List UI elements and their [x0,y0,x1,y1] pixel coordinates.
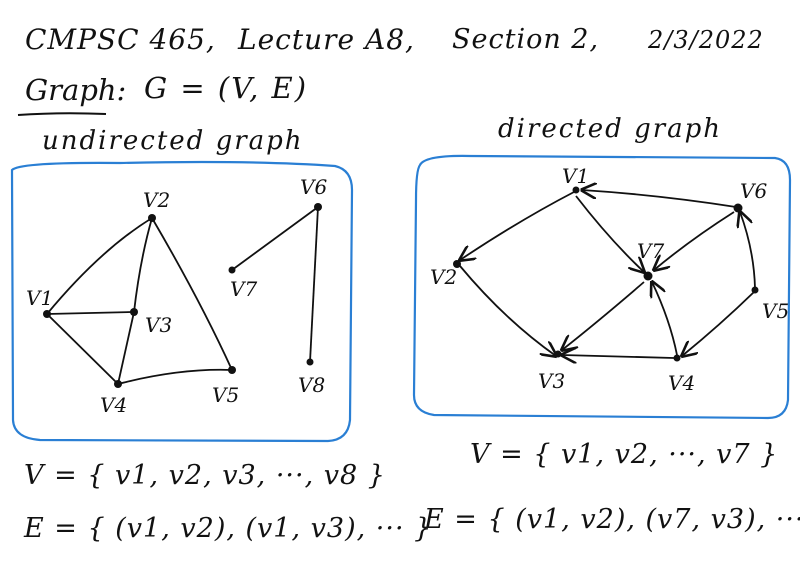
d-label-v5: V5 [762,299,789,323]
header-section: Section 2, [452,24,600,55]
u-node-v4 [114,380,122,388]
undirected-graph-box [10,160,354,443]
graph-term: Graph: [25,73,127,107]
u-node-v5 [228,366,236,374]
edge-v1-v3 [46,311,135,315]
d-node-v7 [643,271,653,281]
edge-v2-v3 [133,217,153,313]
undirected-vertex-set: V = { v1, v2, v3, ···, v8 } [24,460,386,491]
u-label-v4: V4 [100,393,127,417]
d-node-v5 [751,286,759,294]
edge-v5-to-v6 [740,212,756,289]
d-node-v3 [554,350,562,358]
directed-vertex-set: V = { v1, v2, ···, v7 } [470,439,779,470]
edge-v1-to-v2 [460,191,575,260]
edge-v7-to-v3 [562,281,645,350]
header-course: CMPSC 465, [25,23,216,56]
edge-v6-v7 [231,206,319,271]
d-node-v2 [453,260,461,268]
graph-term-underline [17,112,107,116]
edge-v6-to-v1 [582,190,737,208]
edge-v4-to-v7 [652,282,678,356]
directed-graph-box [412,154,792,420]
edge-v6-v8 [309,206,319,363]
u-label-v1: V1 [26,286,53,310]
d-node-v6 [733,203,743,213]
directed-nodes [453,186,759,362]
d-node-v4 [673,354,681,362]
edge-v3-v4 [117,311,135,385]
header-lecture: Lecture A8, [238,23,415,56]
edge-v4-to-v3 [562,355,675,358]
edge-v1-to-v7 [575,195,644,272]
u-node-v3 [130,308,138,316]
directed-edge-set: E = { (v1, v2), (v7, v3), ··· } [424,504,800,535]
u-node-v6 [314,203,322,211]
d-label-v4: V4 [668,371,695,395]
undirected-edges [46,206,319,385]
u-node-v7 [228,266,236,274]
undirected-graph-title: undirected graph [42,126,304,156]
u-node-v8 [306,358,314,366]
directed-graph-title: directed graph [498,114,723,144]
directed-edges [459,190,756,358]
undirected-nodes [43,203,322,388]
u-node-v1 [43,310,51,318]
u-label-v2: V2 [143,188,170,212]
graph-definition: G = (V, E) [144,71,309,105]
edge-v4-v5 [117,368,233,385]
u-label-v5: V5 [212,383,239,407]
u-label-v8: V8 [298,373,325,397]
d-label-v6: V6 [740,179,767,203]
edge-v1-v2 [46,217,153,315]
d-label-v7: V7 [637,239,664,263]
d-label-v3: V3 [538,369,565,393]
undirected-edge-set: E = { (v1, v2), (v1, v3), ··· } [24,513,433,544]
edge-v1-v4 [46,313,119,385]
d-label-v1: V1 [562,164,589,188]
d-node-v1 [572,186,580,194]
u-label-v3: V3 [145,313,172,337]
u-label-v7: V7 [230,277,257,301]
edge-v6-to-v7 [654,211,735,270]
d-label-v2: V2 [430,265,457,289]
header-date: 2/3/2022 [648,26,764,54]
edge-v2-v5 [151,217,233,371]
edge-v2-to-v3 [459,265,556,356]
u-node-v2 [148,214,156,222]
edge-v5-to-v4 [682,291,755,356]
u-label-v6: V6 [300,175,327,199]
